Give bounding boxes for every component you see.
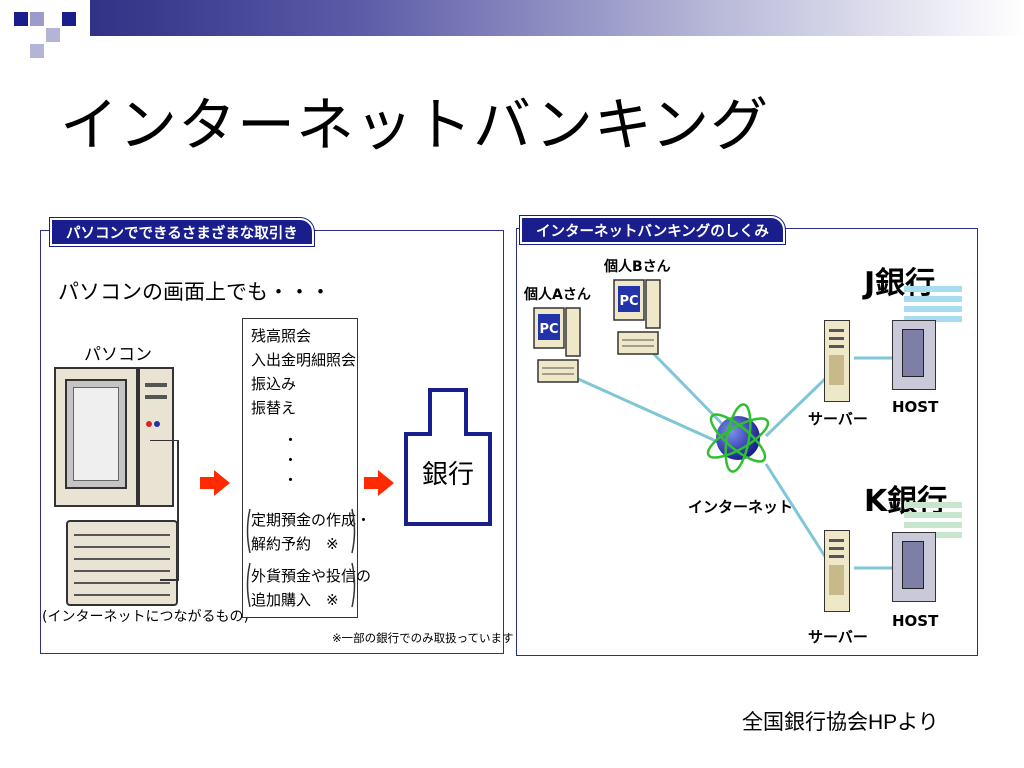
list-dot: ・ — [283, 451, 299, 469]
server-icon — [824, 320, 850, 402]
bracket-marks — [246, 508, 356, 608]
corner-square-light — [30, 12, 44, 26]
server-label-k: サーバー — [808, 628, 868, 646]
svg-text:PC: PC — [539, 322, 558, 337]
list-item: 追加購入 ※ — [251, 591, 339, 609]
pc-b-icon: PC — [613, 279, 661, 355]
list-item: 残高照会 — [251, 327, 312, 345]
host-label-k: HOST — [892, 612, 939, 630]
corner-square-light — [30, 44, 44, 58]
red-arrow-icon — [200, 470, 230, 496]
header-gradient-bar — [0, 0, 1024, 36]
list-dot: ・ — [283, 471, 299, 489]
list-item: 入出金明細照会 — [251, 351, 357, 369]
pc-caption: (インターネットにつながるもの) — [42, 609, 249, 625]
bank-stripes — [904, 286, 962, 346]
list-item: 振替え — [251, 399, 297, 417]
source-credit: 全国銀行協会HPより — [742, 711, 939, 734]
transaction-list: 残高照会 入出金明細照会 振込み 振替え ・ ・ ・ 定期預金の作成・ 解約予約… — [242, 318, 371, 618]
corner-square-navy — [14, 12, 28, 26]
footnote: ※一部の銀行でのみ取扱っています — [332, 631, 514, 645]
host-server-icon — [892, 532, 936, 602]
screen-window — [73, 387, 119, 481]
network-lines — [575, 344, 892, 570]
bank-label: 銀行 — [422, 460, 475, 490]
left-subtitle: パソコンの画面上でも・・・ — [58, 280, 331, 304]
server-label-j: サーバー — [808, 410, 868, 428]
internet-label: インターネット — [688, 498, 794, 516]
svg-text:PC: PC — [619, 294, 638, 309]
internet-globe-icon — [706, 403, 770, 473]
red-arrow-icon — [364, 470, 394, 496]
pc-tower-icon — [138, 367, 174, 507]
cable-line — [150, 440, 179, 581]
list-item: 外貨預金や投信の — [251, 567, 372, 585]
user-b-label: 個人Bさん — [604, 259, 671, 275]
pc-label: パソコン — [84, 345, 152, 365]
header-corner — [0, 0, 90, 64]
bank-j-label: J銀行 — [864, 266, 936, 301]
list-dot: ・ — [283, 431, 299, 449]
slide-title: インターネットバンキング — [60, 91, 770, 159]
monitor-screen — [65, 379, 127, 489]
pc-a-icon: PC — [533, 307, 581, 383]
user-a-label: 個人Aさん — [524, 287, 591, 303]
list-item: 定期預金の作成・ — [251, 511, 372, 529]
monitor-icon — [54, 367, 138, 507]
list-item: 振込み — [251, 375, 297, 393]
right-panel-tab: インターネットバンキングのしくみ — [519, 215, 786, 245]
corner-square-light — [46, 28, 60, 42]
host-label-j: HOST — [892, 398, 939, 416]
server-icon — [824, 530, 850, 612]
corner-square-navy — [62, 12, 76, 26]
list-item: 解約予約 ※ — [251, 535, 339, 553]
left-panel-tab: パソコンでできるさまざまな取引き — [49, 217, 315, 247]
bank-building-icon — [404, 388, 492, 526]
host-server-icon — [892, 320, 936, 390]
